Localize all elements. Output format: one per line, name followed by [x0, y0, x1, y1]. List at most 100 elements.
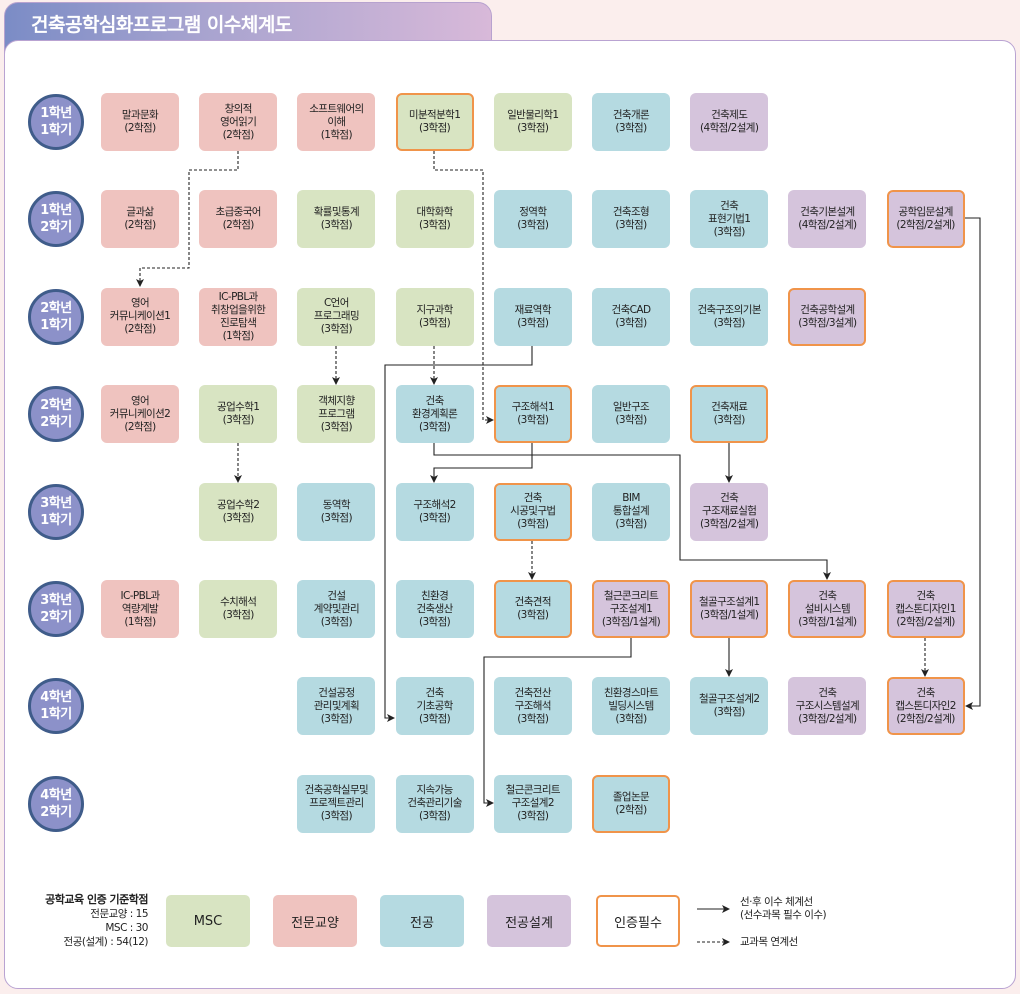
course-credits: (2학점) [124, 323, 156, 336]
course-name: BIM [622, 492, 640, 505]
course-credits: (3학점) [713, 706, 746, 719]
course-credits: (1학점) [124, 615, 156, 628]
course-credits: (2학점) [124, 122, 156, 134]
course-credits: (3학점) [222, 414, 255, 427]
course-name: 소프트웨어의 [309, 102, 364, 115]
course-box: 건축구조의기본(3학점) [690, 287, 769, 346]
course-name: 수치해석 [220, 596, 257, 608]
semester-term: 1학기 [40, 707, 72, 723]
course-name: 건축 [916, 686, 936, 699]
course-credits: (2학점) [222, 128, 255, 141]
course-name: 건축 [425, 394, 445, 407]
legend-solid-label-1: 선·후 이수 체계선 [740, 896, 813, 908]
semester-year: 2학년 [40, 398, 72, 414]
semester-term: 1학기 [40, 512, 72, 528]
course-box: 구조해석2(3학점) [395, 482, 474, 541]
semester-year: 1학년 [40, 203, 72, 219]
course-credits: (3학점) [222, 609, 255, 621]
course-name: 프로그램 [318, 407, 355, 420]
link-rc1-to-rc2 [483, 638, 632, 807]
course-name: 초급중국어 [215, 206, 262, 219]
course-name: 캡스톤디자인1 [895, 602, 956, 615]
course-name: 건축견적 [514, 596, 552, 608]
course-name: 건축 [720, 492, 739, 505]
course-name: 영어읽기 [220, 115, 257, 128]
semester-year: 3학년 [40, 593, 72, 608]
credit-major: 전공(설계) : 54(12) [63, 936, 149, 948]
course-credits: (1학점) [222, 329, 255, 342]
course-box: 일반물리학1(3학점) [493, 93, 572, 151]
course-credits: (3학점) [713, 414, 746, 427]
course-name: 객체지향 [318, 394, 355, 407]
course-credits: (3학점/2설계) [700, 518, 759, 531]
course-name: 건설 [327, 589, 346, 602]
course-name: 건축제도 [711, 109, 748, 121]
course-box: 철골구조설계1(3학점/1설계) [690, 580, 769, 638]
course-credits: (3학점) [517, 712, 549, 725]
course-name: 동역학 [322, 498, 351, 511]
course-credits: (3학점) [615, 518, 647, 531]
semester-term: 2학기 [40, 804, 72, 820]
course-name: 환경계획론 [411, 407, 458, 420]
course-name: 재료역학 [514, 303, 552, 316]
course-credits: (3학점) [320, 511, 353, 524]
course-box: 동역학(3학점) [297, 482, 376, 541]
semester-term: 1학기 [40, 317, 72, 333]
course-credits: (4학점/2설계) [798, 219, 857, 232]
course-credits: (3학점) [418, 219, 451, 232]
course-box: 공학입문설계(2학점/2설계) [886, 190, 965, 249]
course-credits: (3학점) [713, 225, 746, 238]
course-name: 건축조형 [612, 206, 650, 219]
course-name: 구조재료실험 [702, 505, 757, 518]
course-box: 지구과학(3학점) [395, 287, 474, 346]
course-credits: (3학점) [418, 122, 451, 134]
course-credits: (3학점) [320, 323, 353, 336]
course-box: 구조해석1(3학점) [493, 385, 572, 444]
course-box: 건축조형(3학점) [592, 190, 670, 249]
course-credits: (3학점) [222, 511, 255, 524]
course-name: 글과삶 [126, 206, 154, 219]
course-credits: (3학점) [615, 219, 647, 232]
course-name: 철근콘크리트 [505, 784, 561, 797]
course-box: 미분적분학1(3학점) [395, 93, 474, 151]
legend-major: 전공 [380, 895, 464, 947]
course-name: 빌딩시스템 [608, 699, 654, 712]
course-name: 일반구조 [612, 401, 650, 414]
course-name: 진로탐색 [220, 316, 257, 329]
course-credits: (3학점) [615, 316, 647, 329]
course-credits: (3학점) [418, 712, 451, 725]
course-box: 건축개론(3학점) [592, 93, 670, 151]
course-credits: (3학점) [320, 810, 353, 823]
course-name: 일반물리학1 [507, 109, 559, 121]
course-name: 역량계발 [121, 602, 159, 615]
link-materials-to-foundation [384, 346, 533, 722]
link-env-to-mep [433, 443, 831, 580]
course-name: 커뮤니케이션1 [109, 310, 171, 323]
course-credits: (3학점) [517, 609, 549, 621]
course-name: 구조시스템설계 [795, 699, 860, 712]
course-name: 공학입문설계 [898, 206, 953, 219]
course-name: 철골구조설계2 [698, 693, 760, 706]
course-credits: (3학점) [517, 316, 549, 329]
course-name: 건축생산 [416, 602, 453, 615]
semester-year: 4학년 [40, 787, 72, 803]
course-name: 건축 [720, 199, 739, 212]
semester-year: 4학년 [40, 690, 72, 706]
